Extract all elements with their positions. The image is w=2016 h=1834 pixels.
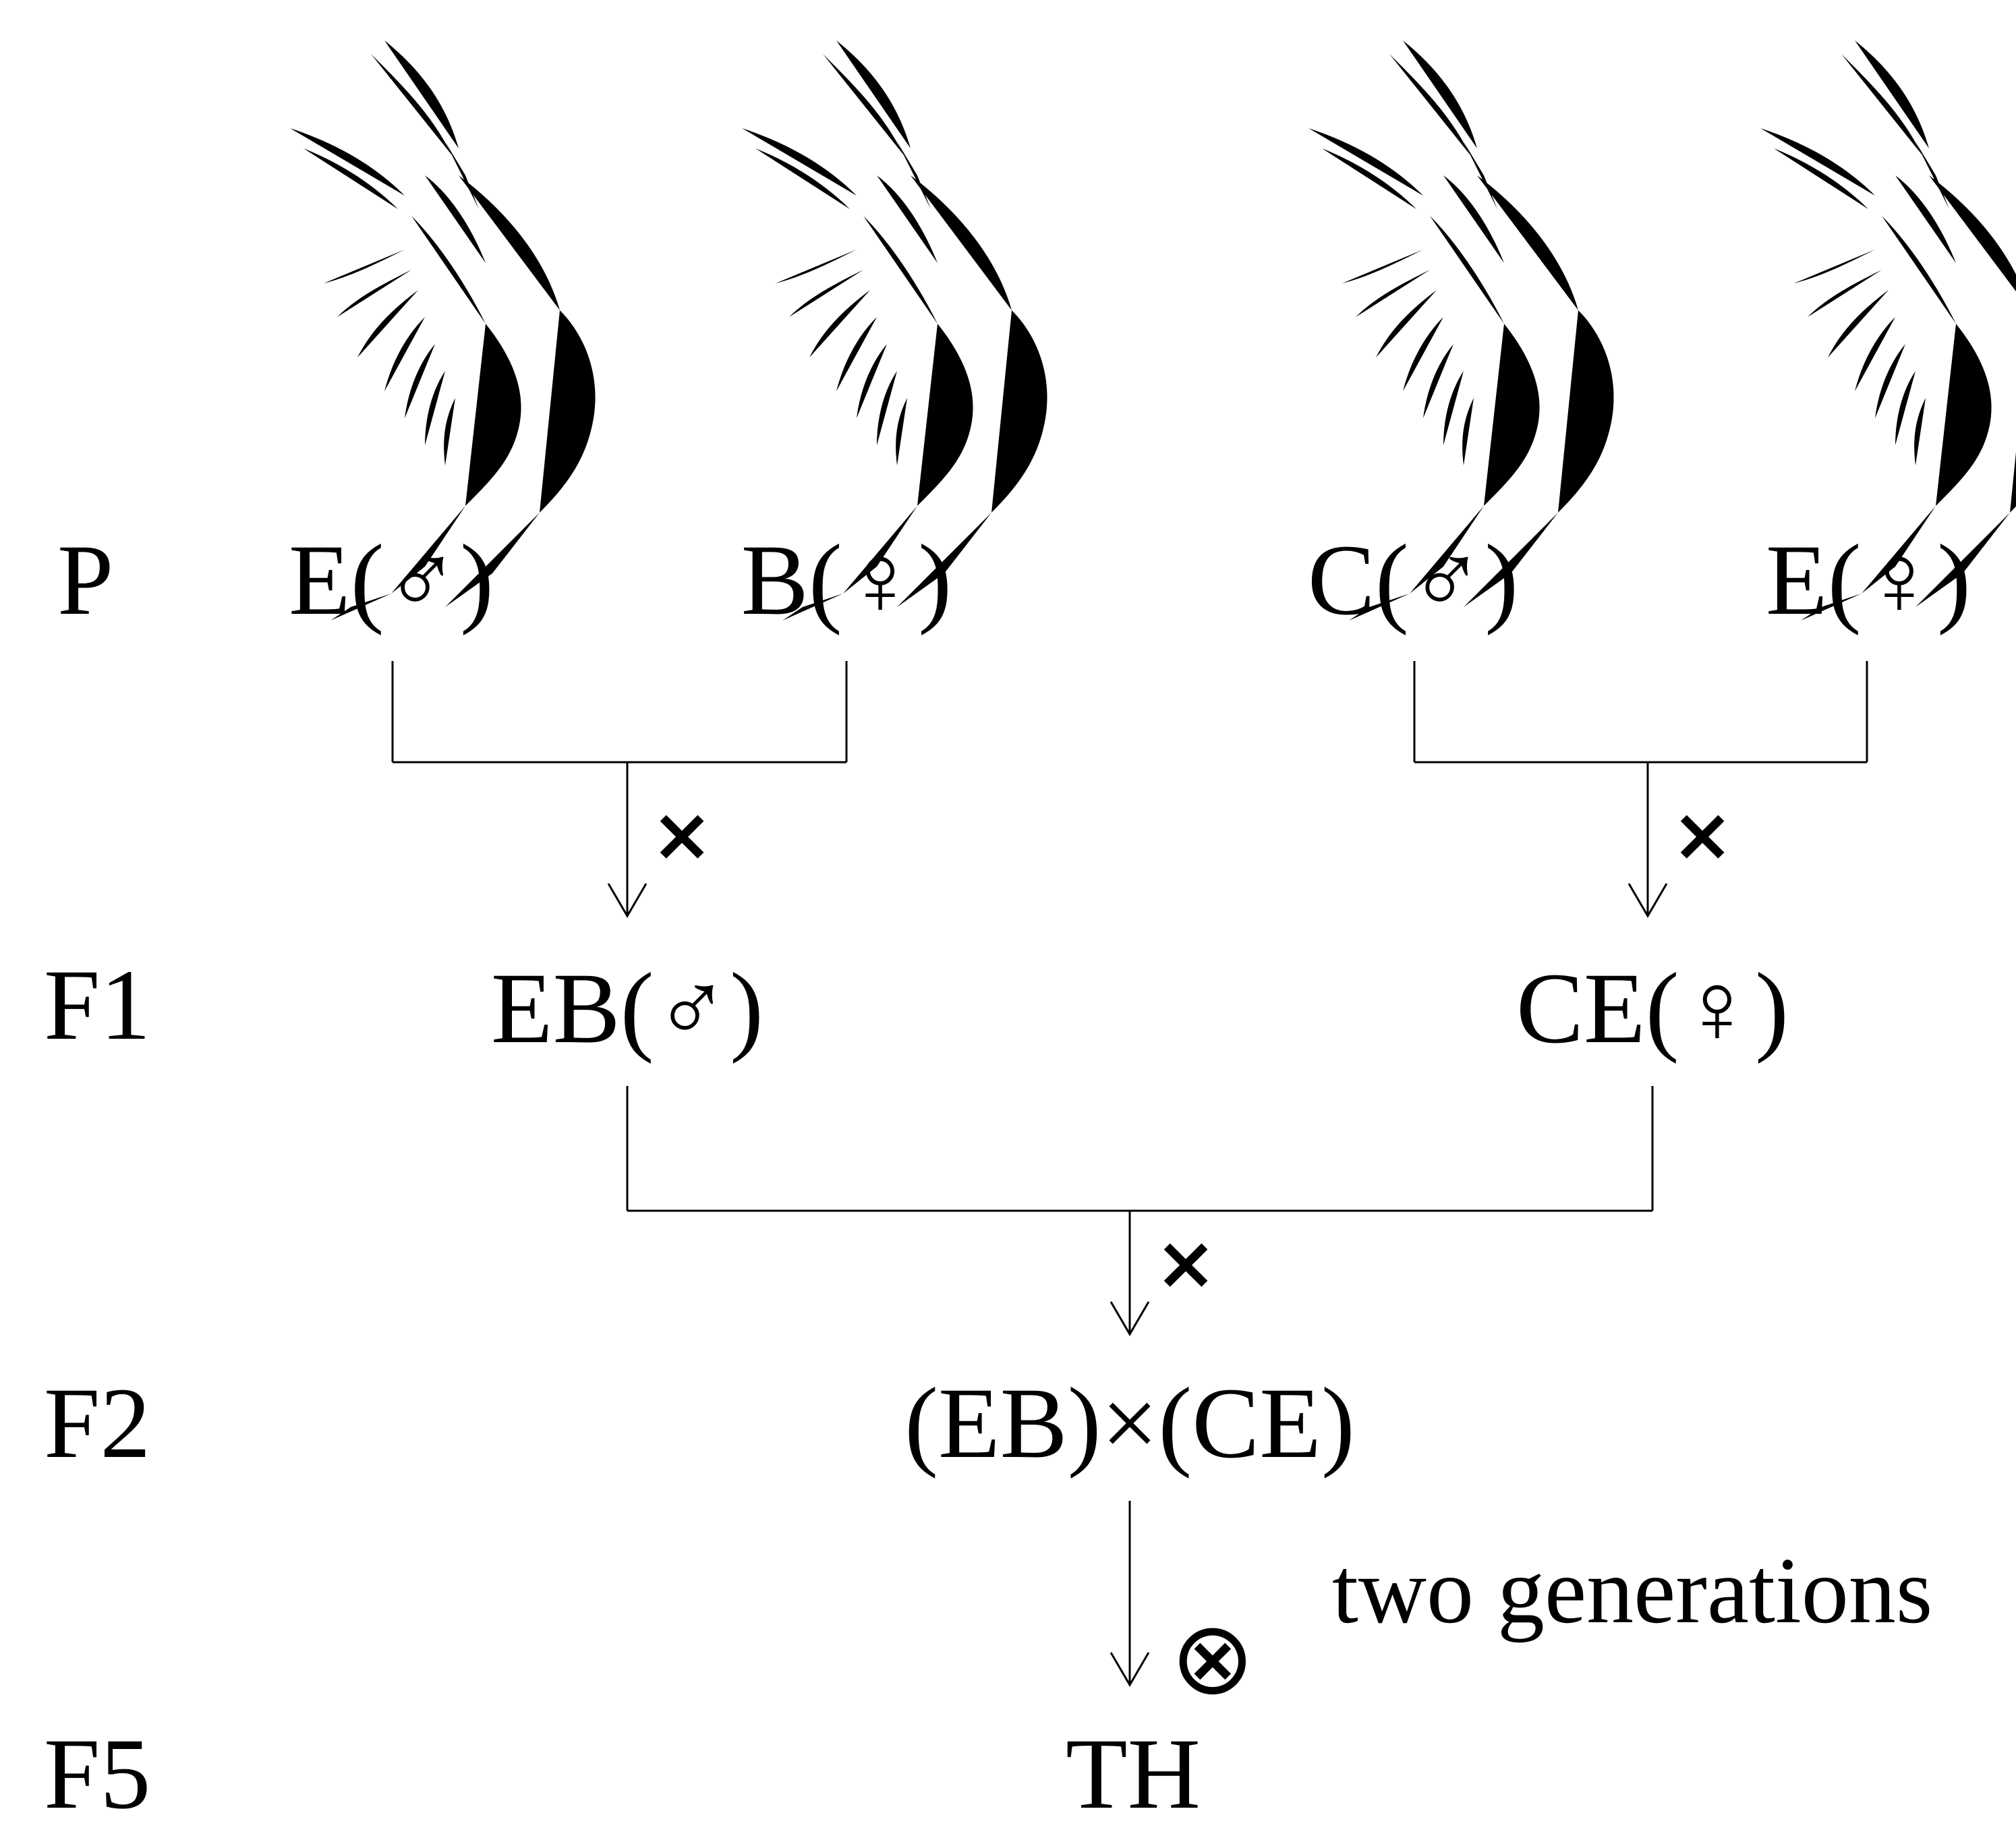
selfing-icon: ⊗ (1170, 1600, 1255, 1717)
f2-label: (EB)×(CE) (904, 1367, 1355, 1479)
cross-symbol-left: × (651, 791, 713, 878)
generation-label-p: P (57, 524, 113, 636)
cross-symbol-f1: × (1155, 1220, 1217, 1306)
parent-label-b-female: B(♀) (741, 524, 952, 636)
generation-label-f2: F2 (44, 1367, 150, 1479)
f5-label: TH (1066, 1718, 1201, 1830)
f1-label-ce-female: CE(♀) (1516, 952, 1789, 1064)
selfing-arrow (1110, 1501, 1150, 1687)
selfing-note: two generations (1332, 1539, 1932, 1643)
f1-label-eb-male: EB(♂) (491, 952, 764, 1064)
cross-connector-right (1413, 661, 1868, 918)
parent-label-c-male: C(♂) (1308, 524, 1518, 636)
generation-label-f5: F5 (44, 1718, 150, 1830)
cross-connector-left (391, 661, 848, 918)
parent-label-e-female: E(♀) (1766, 524, 1971, 636)
cross-connector-f1 (626, 1086, 1654, 1336)
parent-label-e-male: E(♂) (289, 524, 494, 636)
cross-symbol-right: × (1671, 791, 1733, 878)
generation-label-f1: F1 (44, 949, 150, 1061)
